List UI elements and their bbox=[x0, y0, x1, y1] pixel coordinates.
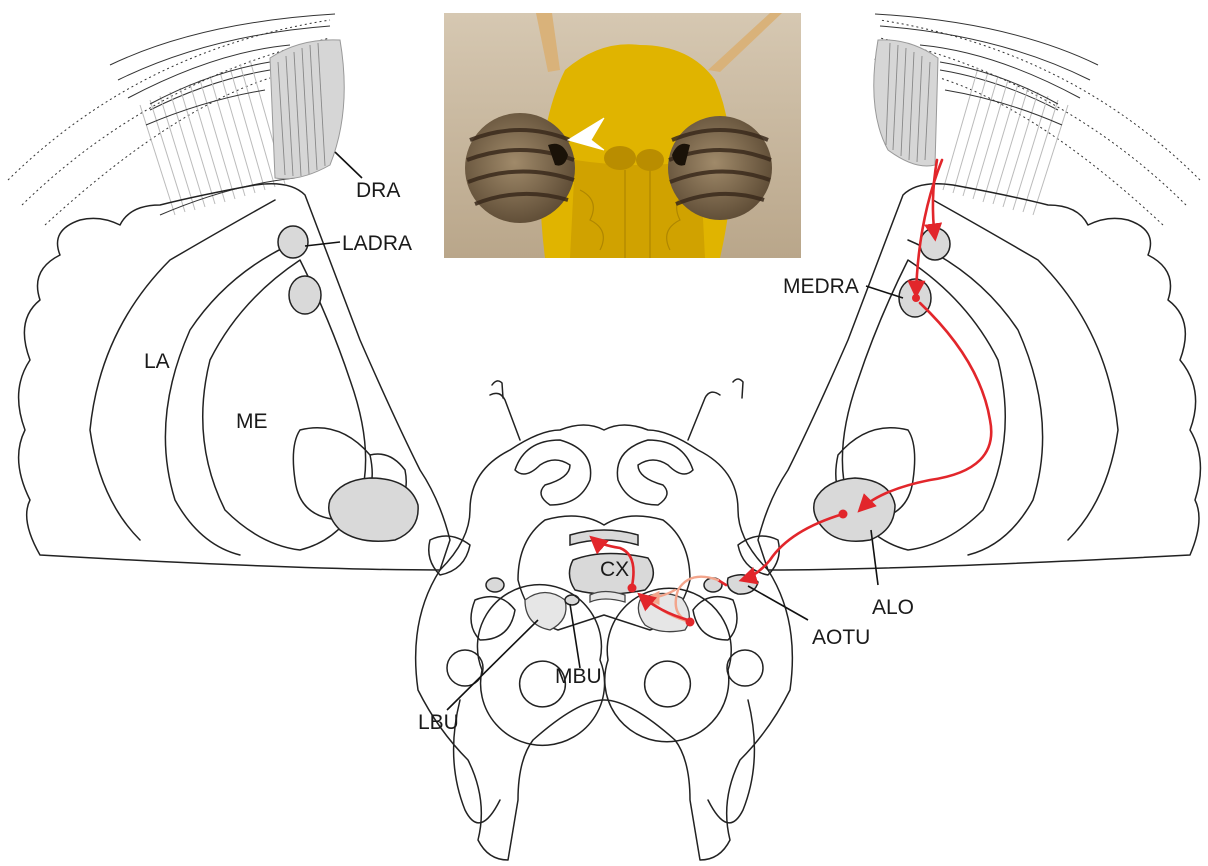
label-me: ME bbox=[236, 410, 268, 433]
central-brain bbox=[416, 379, 793, 860]
label-cx: CX bbox=[600, 558, 629, 581]
left-dorsal-region bbox=[289, 276, 321, 314]
label-medra: MEDRA bbox=[783, 275, 859, 298]
upper-cx-region bbox=[570, 530, 638, 545]
label-alo: ALO bbox=[872, 596, 914, 619]
label-ladra: LADRA bbox=[342, 232, 412, 255]
left-compound-eye bbox=[8, 14, 344, 225]
lbu-region bbox=[525, 593, 566, 631]
right-optic-lobe bbox=[758, 184, 1200, 570]
left-alo-region bbox=[329, 478, 418, 541]
label-lbu: LBU bbox=[418, 711, 459, 734]
aotu-region bbox=[727, 575, 758, 594]
right-alo-region bbox=[814, 478, 895, 541]
label-aotu: AOTU bbox=[812, 626, 870, 649]
medra-to-alo-arrow bbox=[860, 303, 991, 510]
label-mbu: MBU bbox=[555, 665, 602, 688]
label-la: LA bbox=[144, 350, 170, 373]
right-compound-eye bbox=[874, 14, 1200, 225]
insect-head-photo bbox=[444, 13, 801, 258]
label-dra: DRA bbox=[356, 179, 400, 202]
ladra-region bbox=[278, 226, 308, 258]
